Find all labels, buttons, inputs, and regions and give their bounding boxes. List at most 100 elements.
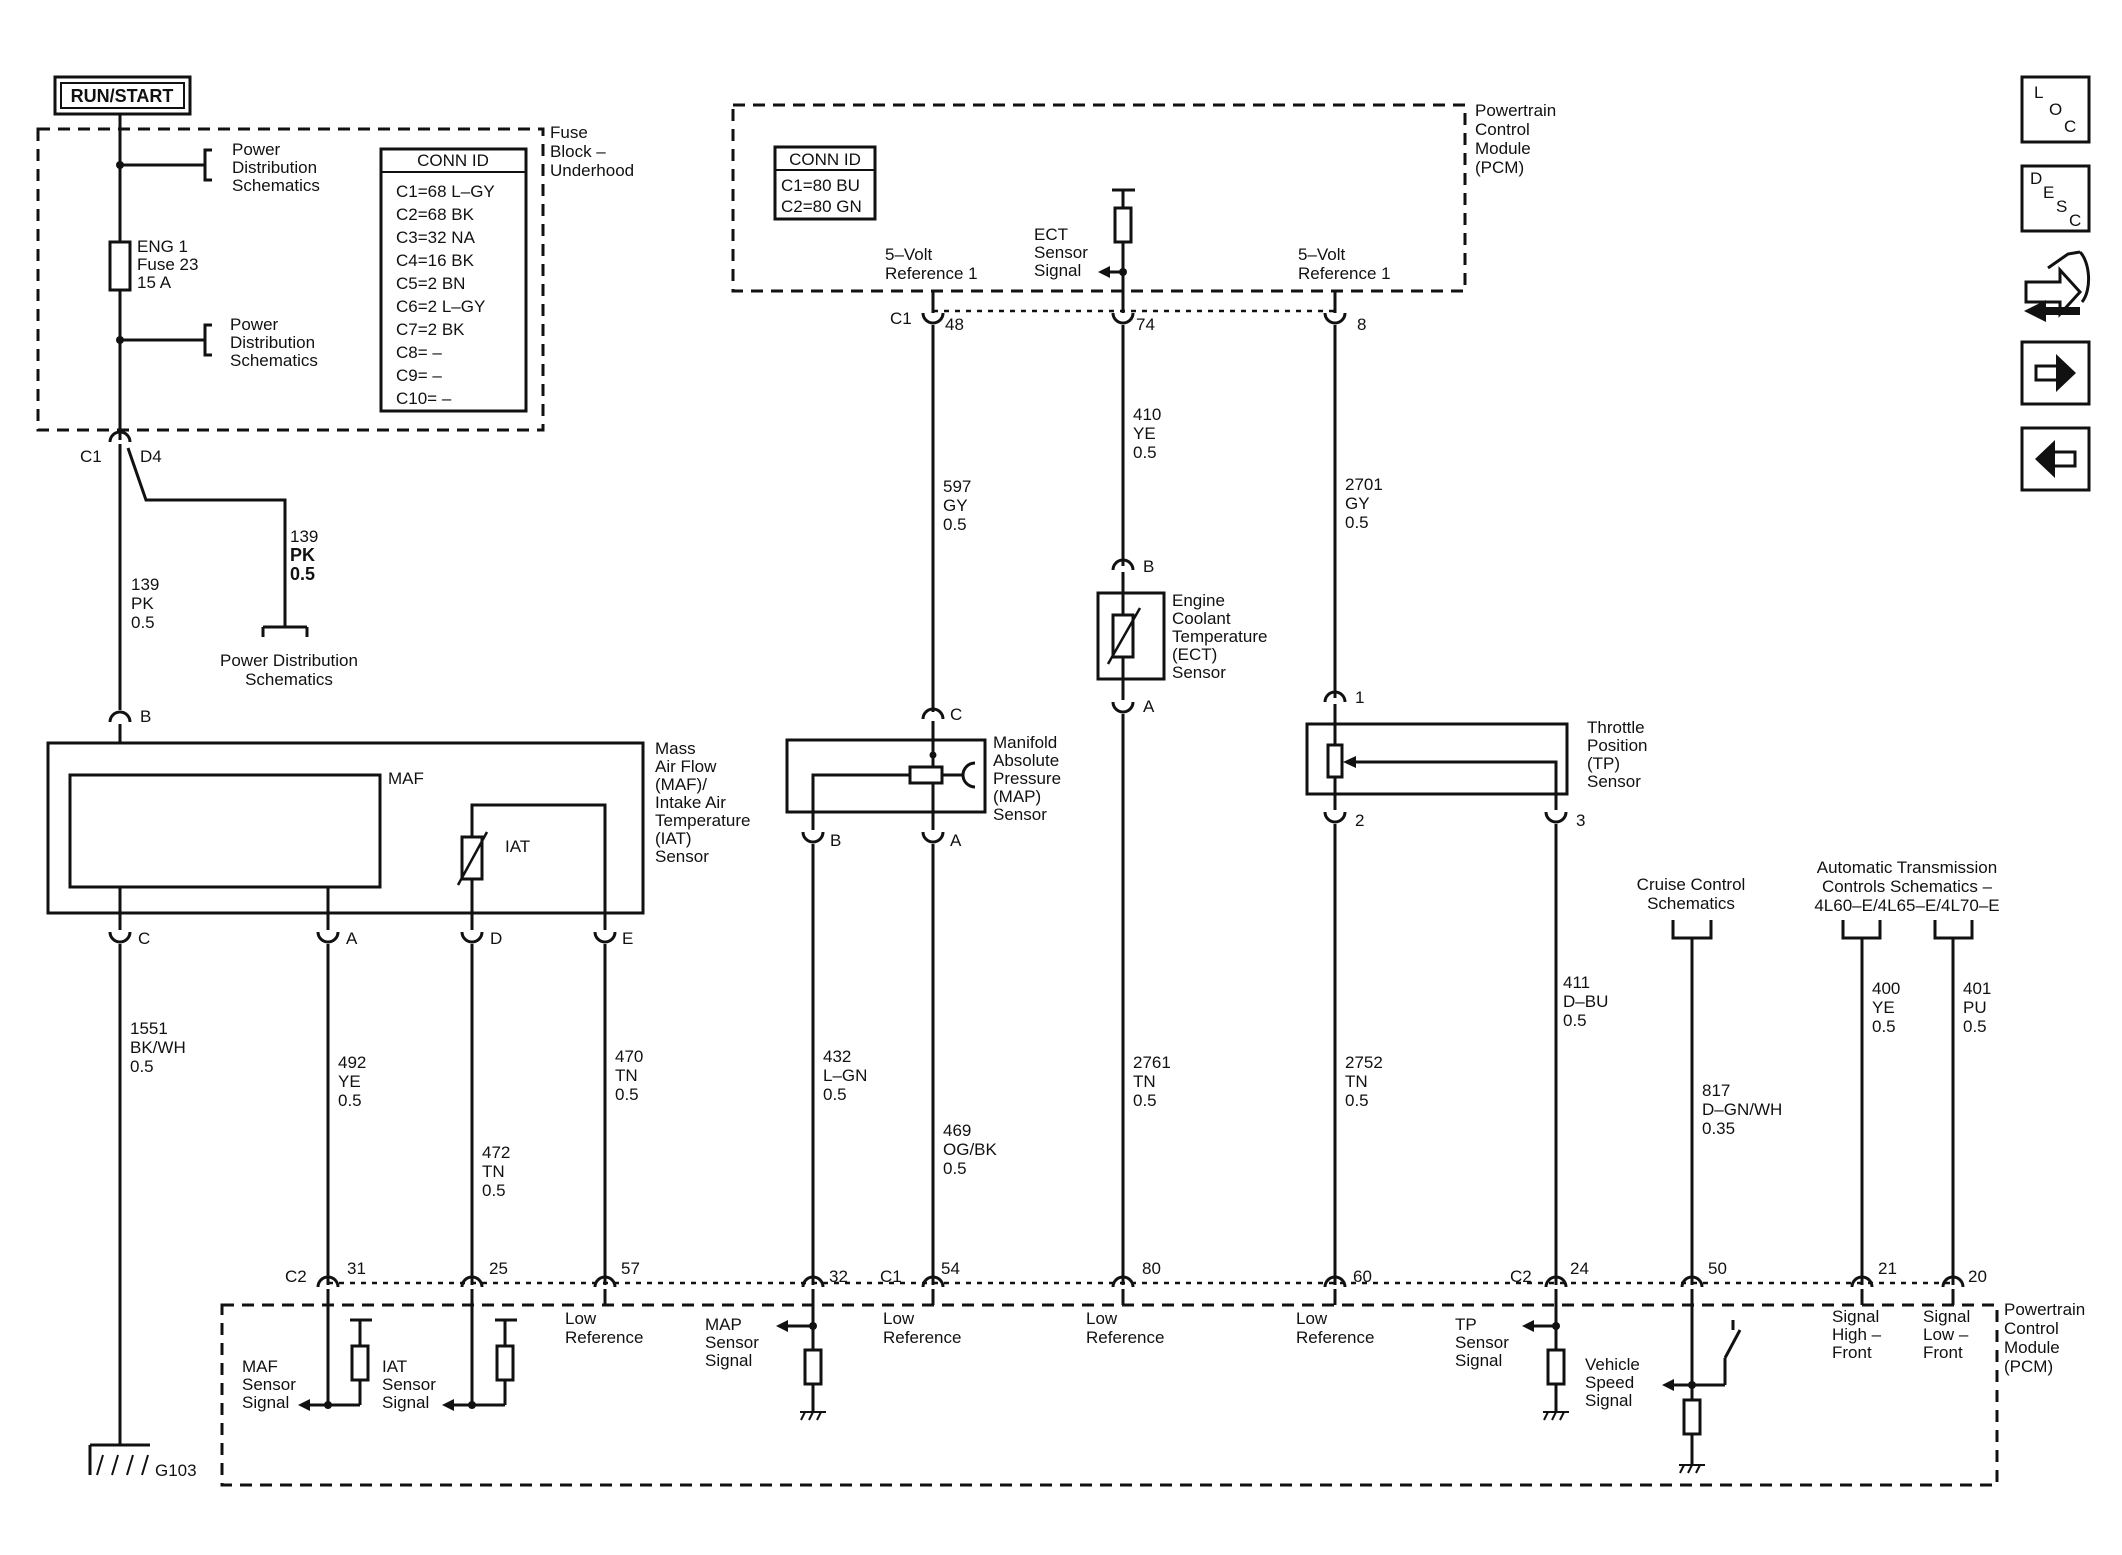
svg-text:C1: C1 <box>890 309 912 328</box>
schematic-navigation-icon[interactable] <box>2024 250 2090 322</box>
trans-connector-1 <box>1841 920 1882 940</box>
svg-text:Reference: Reference <box>883 1328 961 1347</box>
svg-text:74: 74 <box>1136 315 1155 334</box>
svg-text:C5=2 BN: C5=2 BN <box>396 274 465 293</box>
svg-text:24: 24 <box>1570 1259 1589 1278</box>
trans-connector-2 <box>1933 920 1974 940</box>
svg-text:ENG 1: ENG 1 <box>137 237 188 256</box>
svg-text:O: O <box>2049 100 2062 119</box>
svg-text:C: C <box>138 929 150 948</box>
tp-signal-arrow-icon <box>1522 1320 1534 1332</box>
svg-text:0.5: 0.5 <box>943 1159 967 1178</box>
svg-text:(PCM): (PCM) <box>2004 1357 2053 1376</box>
svg-text:0.5: 0.5 <box>130 1057 154 1076</box>
svg-text:Fuse 23: Fuse 23 <box>137 255 198 274</box>
svg-text:Power: Power <box>232 140 281 159</box>
ect-sensor-label: Engine Coolant Temperature (ECT) Sensor <box>1172 591 1267 682</box>
svg-text:Control: Control <box>2004 1319 2059 1338</box>
svg-text:0.5: 0.5 <box>943 515 967 534</box>
svg-text:57: 57 <box>621 1259 640 1278</box>
svg-text:Control: Control <box>1475 120 1530 139</box>
prev-page-button[interactable] <box>2020 426 2091 492</box>
loc-button[interactable]: L O C <box>2020 75 2091 144</box>
wire-2752-label: 2752 TN 0.5 <box>1345 1053 1383 1110</box>
pcm-top-label: Powertrain Control Module (PCM) <box>1475 101 1556 177</box>
svg-text:C2=80 GN: C2=80 GN <box>781 197 862 216</box>
svg-text:Block –: Block – <box>550 142 606 161</box>
svg-text:ECT: ECT <box>1034 225 1068 244</box>
svg-text:Reference: Reference <box>1296 1328 1374 1347</box>
svg-text:Signal: Signal <box>1455 1351 1502 1370</box>
svg-text:Mass: Mass <box>655 739 696 758</box>
svg-text:YE: YE <box>338 1072 361 1091</box>
svg-text:0.5: 0.5 <box>482 1181 506 1200</box>
svg-text:400: 400 <box>1872 979 1900 998</box>
svg-text:C6=2 L–GY: C6=2 L–GY <box>396 297 485 316</box>
tp-potentiometer-icon <box>1326 743 1344 779</box>
svg-text:Signal: Signal <box>242 1393 289 1412</box>
svg-text:Signal: Signal <box>382 1393 429 1412</box>
svg-text:0.5: 0.5 <box>338 1091 362 1110</box>
svg-text:Sensor: Sensor <box>655 847 709 866</box>
svg-text:TN: TN <box>1133 1072 1156 1091</box>
svg-text:C2=68 BK: C2=68 BK <box>396 205 475 224</box>
svg-text:Distribution: Distribution <box>230 333 315 352</box>
svg-text:Sensor: Sensor <box>382 1375 436 1394</box>
ground-g103-icon <box>88 1443 150 1476</box>
tp-ground-icon <box>1543 1411 1569 1421</box>
svg-text:Cruise Control: Cruise Control <box>1637 875 1746 894</box>
svg-text:Sensor: Sensor <box>1587 772 1641 791</box>
svg-text:B: B <box>830 831 841 850</box>
svg-text:Intake Air: Intake Air <box>655 793 726 812</box>
svg-text:139: 139 <box>290 527 318 546</box>
svg-text:Position: Position <box>1587 736 1647 755</box>
svg-text:(IAT): (IAT) <box>655 829 692 848</box>
wire-410-label: 410 YE 0.5 <box>1133 405 1161 462</box>
vss-resistor-icon <box>1682 1398 1702 1436</box>
svg-text:Absolute: Absolute <box>993 751 1059 770</box>
svg-text:54: 54 <box>941 1259 960 1278</box>
maf-sensor-label: Mass Air Flow (MAF)/ Intake Air Temperat… <box>655 739 750 866</box>
vss-arrow-icon <box>1662 1379 1674 1391</box>
svg-text:470: 470 <box>615 1047 643 1066</box>
svg-text:Signal: Signal <box>1585 1391 1632 1410</box>
c1-d4-connector <box>108 430 132 443</box>
svg-text:Automatic Transmission: Automatic Transmission <box>1817 858 1997 877</box>
svg-text:2752: 2752 <box>1345 1053 1383 1072</box>
svg-text:MAF: MAF <box>242 1357 278 1376</box>
svg-text:0.5: 0.5 <box>1563 1011 1587 1030</box>
next-page-button[interactable] <box>2020 340 2091 406</box>
svg-text:YE: YE <box>1872 998 1895 1017</box>
wire-401-label: 401 PU 0.5 <box>1963 979 1991 1036</box>
svg-text:D: D <box>2030 169 2042 188</box>
fuse-conn-id-table: CONN ID C1=68 L–GY C2=68 BK C3=32 NA C4=… <box>379 147 528 413</box>
svg-text:5–Volt: 5–Volt <box>1298 245 1346 264</box>
bottom-connector-pins <box>316 1275 1965 1288</box>
svg-text:(ECT): (ECT) <box>1172 645 1217 664</box>
svg-text:Signal: Signal <box>705 1351 752 1370</box>
svg-text:0.5: 0.5 <box>823 1085 847 1104</box>
pds-top-connector <box>203 148 212 182</box>
wire-492-label: 492 YE 0.5 <box>338 1053 366 1110</box>
svg-text:0.5: 0.5 <box>1345 1091 1369 1110</box>
svg-text:32: 32 <box>829 1267 848 1286</box>
desc-button[interactable]: D E S C <box>2020 164 2091 233</box>
svg-text:IAT: IAT <box>382 1357 407 1376</box>
svg-text:1: 1 <box>1355 688 1364 707</box>
svg-text:C9= –: C9= – <box>396 366 442 385</box>
svg-text:C1=68 L–GY: C1=68 L–GY <box>396 182 495 201</box>
ect-signal-arrow-icon <box>1098 266 1110 278</box>
svg-text:2761: 2761 <box>1133 1053 1171 1072</box>
maf-signal-arrow-icon <box>298 1399 310 1411</box>
map-signal-arrow-icon <box>776 1320 788 1332</box>
svg-text:Reference: Reference <box>1086 1328 1164 1347</box>
svg-text:Temperature: Temperature <box>1172 627 1267 646</box>
pds-mid-connector <box>203 323 212 357</box>
svg-text:Coolant: Coolant <box>1172 609 1231 628</box>
vss-ground-icon <box>1679 1464 1705 1474</box>
svg-text:432: 432 <box>823 1047 851 1066</box>
pcm-ref1-label: 5–Volt Reference 1 <box>885 245 978 283</box>
map-sensor-label: Manifold Absolute Pressure (MAP) Sensor <box>993 733 1061 824</box>
svg-text:Power: Power <box>230 315 279 334</box>
